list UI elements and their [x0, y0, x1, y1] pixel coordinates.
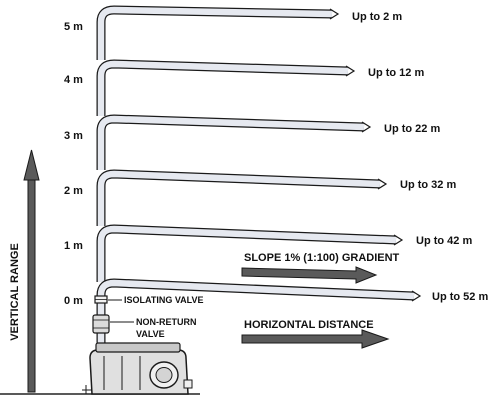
height-label-1m: 1 m: [64, 240, 83, 252]
non-return-valve-label-line1: NON-RETURN: [136, 317, 197, 327]
vertical-range-arrow: [23, 149, 40, 393]
reach-label-2m: Up to 32 m: [400, 179, 456, 191]
slope-gradient-label: SLOPE 1% (1:100) GRADIENT: [244, 252, 400, 264]
slope-arrow: [241, 266, 378, 284]
reach-label-4m: Up to 12 m: [368, 67, 424, 79]
vertical-range-label: VERTICAL RANGE: [9, 243, 21, 341]
pipe-run-1m: [96, 224, 404, 282]
pipe-run-4m: [96, 59, 356, 116]
height-label-2m: 2 m: [64, 185, 83, 197]
height-label-0m: 0 m: [64, 295, 83, 307]
reach-label-3m: Up to 22 m: [384, 123, 440, 135]
height-label-5m: 5 m: [64, 21, 83, 33]
horizontal-distance-arrow: [241, 329, 390, 349]
reach-label-0m: Up to 52 m: [432, 291, 488, 303]
pump-unit: [82, 342, 193, 395]
reach-label-5m: Up to 2 m: [352, 11, 402, 23]
height-label-4m: 4 m: [64, 74, 83, 86]
pipe-run-0m: [96, 278, 422, 350]
non-return-valve-icon: [92, 314, 110, 334]
reach-label-1m: Up to 42 m: [416, 235, 472, 247]
isolating-valve-icon: [94, 295, 108, 304]
pipe-run-5m: [96, 5, 340, 60]
pipe-run-2m: [96, 169, 388, 226]
isolating-valve-label: ISOLATING VALVE: [124, 295, 204, 305]
pipe-run-3m: [96, 114, 372, 170]
height-label-3m: 3 m: [64, 130, 83, 142]
non-return-valve-label-line2: VALVE: [136, 329, 165, 339]
horizontal-distance-label: HORIZONTAL DISTANCE: [244, 319, 374, 331]
